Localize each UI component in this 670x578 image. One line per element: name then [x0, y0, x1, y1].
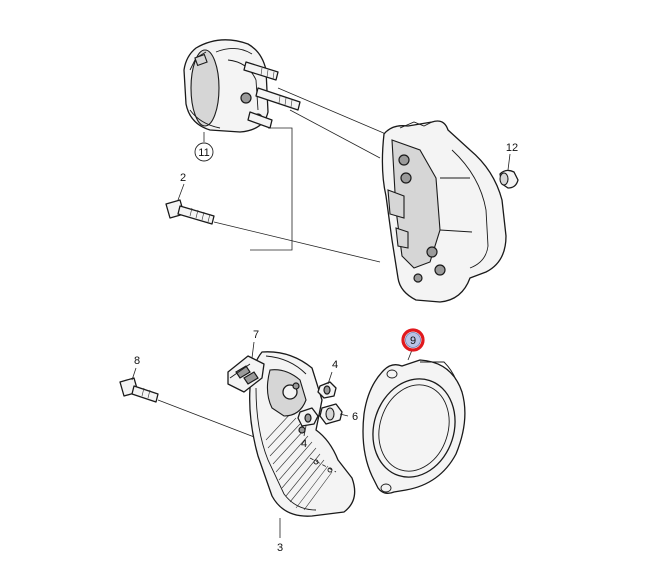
part-4-nut-lower: 4: [297, 407, 319, 450]
caliper-carrier: [381, 120, 507, 303]
label-part-4-lower: 4: [301, 438, 307, 450]
part-3-splash-shield: 3: [249, 351, 356, 554]
actuator-studs: [243, 61, 301, 129]
label-part-6: 6: [352, 411, 358, 423]
part-12-nut: 12: [499, 142, 519, 189]
label-part-7: 7: [253, 329, 259, 341]
part-9-ring-plate: [362, 359, 466, 494]
label-part-3: 3: [277, 542, 283, 554]
part-6-spacer: 6: [319, 403, 358, 425]
callout-9-highlighted: 9: [401, 328, 425, 361]
part-4-nut-upper: 4: [317, 359, 338, 399]
upper-guide-lines: [213, 87, 401, 263]
part-2-bolt: 2: [165, 172, 215, 225]
label-part-12: 12: [506, 142, 518, 154]
part-8-bolt: 8: [119, 355, 263, 441]
callout-11: 11: [194, 132, 214, 162]
label-part-4-upper: 4: [332, 359, 338, 371]
label-part-11: 11: [198, 147, 209, 159]
label-part-8: 8: [134, 355, 140, 367]
label-part-9: 9: [410, 335, 416, 347]
label-part-2: 2: [180, 172, 186, 184]
part-11-actuator: [183, 39, 301, 133]
part-7-clip: 7: [227, 329, 265, 393]
